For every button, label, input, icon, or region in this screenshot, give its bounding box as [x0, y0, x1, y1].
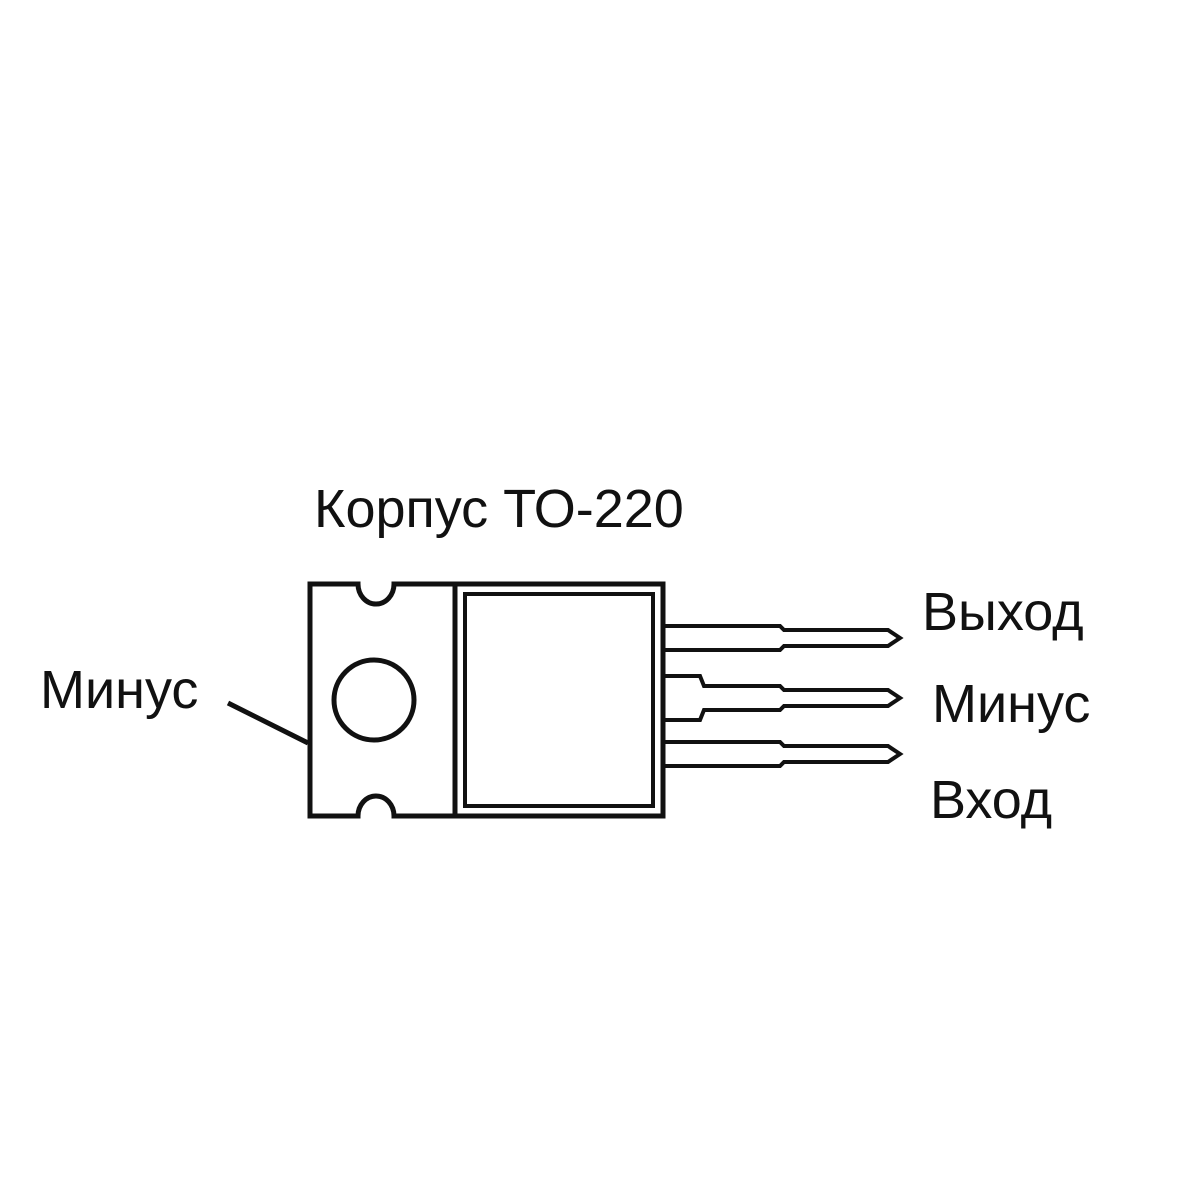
lead-minus	[663, 674, 904, 722]
pin-label-minus: Минус	[932, 674, 1090, 734]
pin-label-input: Вход	[930, 770, 1052, 830]
mounting-hole	[331, 657, 417, 743]
pin-label-output: Выход	[922, 582, 1084, 642]
lead-input	[663, 740, 904, 768]
plastic-body	[452, 581, 666, 819]
plastic-body-inner	[463, 592, 655, 808]
tab-label: Минус	[40, 660, 198, 720]
lead-output	[663, 624, 904, 652]
tab-leader-line	[226, 700, 310, 746]
to220-package	[307, 581, 904, 819]
diagram-title: Корпус ТО-220	[314, 479, 684, 539]
